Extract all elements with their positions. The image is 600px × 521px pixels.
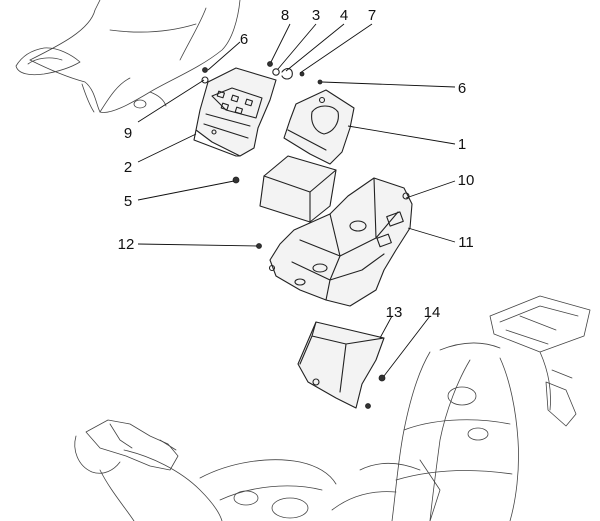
leader-8 [270,23,291,63]
callout-14: 14 [424,304,441,321]
leader-4 [285,23,345,72]
callout-8: 8 [281,7,289,24]
seat-outline [15,0,241,113]
leader-6b [321,81,456,88]
part-11-tray [268,177,413,307]
callout-9: 9 [124,125,132,142]
leader-10 [405,180,456,199]
front-outline [74,419,337,521]
leader-3 [277,23,317,70]
leader-14 [383,315,431,377]
battery [259,155,337,223]
callout-11: 11 [458,234,474,251]
callout-2: 2 [124,159,132,176]
callout-5: 5 [124,193,132,210]
part-13-lower-cover [297,321,385,409]
callout-1: 1 [458,136,466,153]
callout-7: 7 [368,7,376,24]
part-1-cover [283,89,355,165]
leader-1 [347,125,456,145]
leader-9 [137,79,205,123]
rear-frame-outline [331,295,591,521]
leader-2 [137,133,197,163]
leader-5 [137,180,235,201]
callout-6-right: 6 [458,80,466,97]
callout-12: 12 [118,236,135,253]
leader-11 [407,227,456,243]
small-hardware [267,61,323,85]
callout-labels: 8 3 4 7 6 6 9 1 2 10 5 11 12 13 14 [118,7,475,321]
callout-13: 13 [386,304,403,321]
leader-7 [299,23,373,74]
leader-13 [379,315,393,339]
callout-10: 10 [458,172,475,189]
callout-3: 3 [312,7,320,24]
part-2-bracket [193,67,277,157]
leader-12 [137,243,258,247]
callout-4: 4 [340,7,348,24]
callout-6-top: 6 [240,31,248,48]
leader-6a [207,41,241,71]
leader-lines [137,23,456,377]
fasteners [202,67,386,409]
